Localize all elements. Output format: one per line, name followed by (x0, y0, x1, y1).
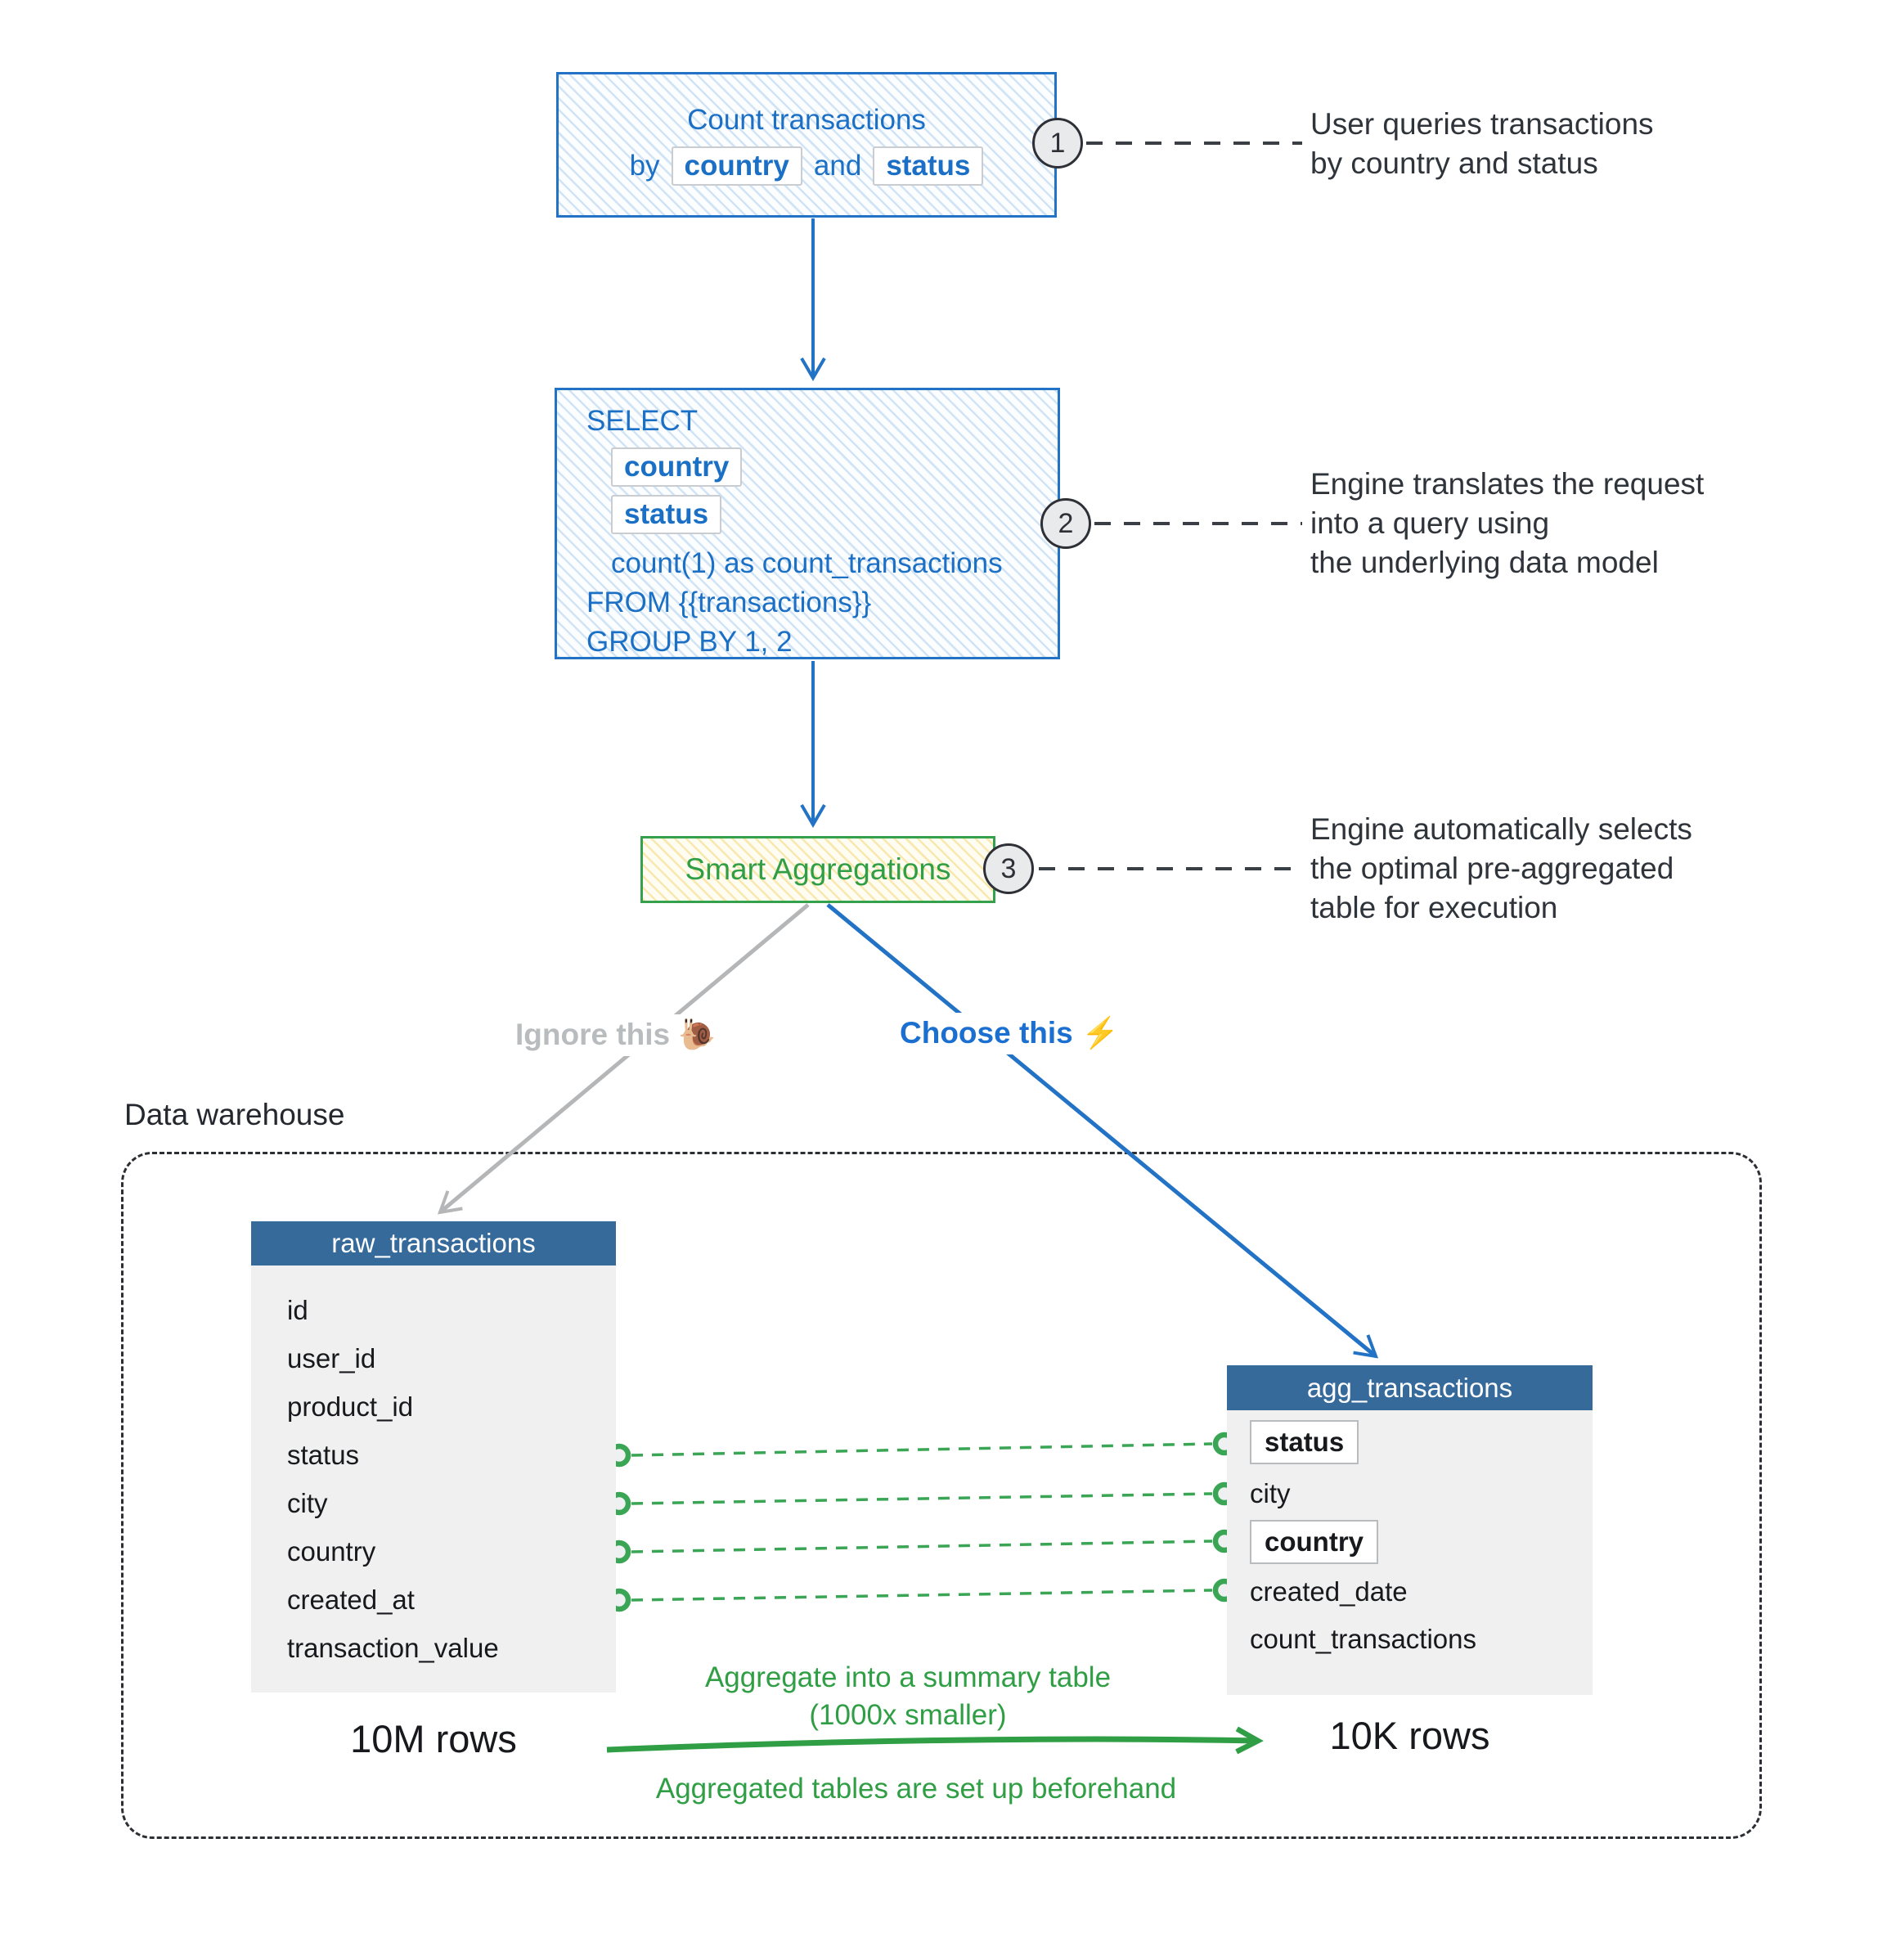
data-warehouse-label: Data warehouse (124, 1098, 345, 1131)
setup-note: Aggregated tables are set up beforehand (655, 1773, 1177, 1805)
sql-groupby-line: GROUP BY 1, 2 (586, 626, 793, 658)
step2-badge: 2 (1040, 498, 1091, 549)
step1-badge: 1 (1032, 118, 1083, 169)
choose-label-text: Choose this (900, 1016, 1073, 1050)
raw-field-status: status (287, 1440, 360, 1470)
ignore-branch-label: Ignore this 🐌 (507, 1014, 725, 1056)
step3-annotation: Engine automatically selects the optimal… (1310, 810, 1692, 928)
agg-field-count-transactions: count_transactions (1250, 1624, 1477, 1654)
snail-icon: 🐌 (678, 1018, 717, 1051)
step3-badge: 3 (983, 843, 1034, 894)
step3-annotation-line3: table for execution (1310, 891, 1558, 924)
raw-field-user-id: user_id (287, 1343, 376, 1373)
aggregate-note-line1: Aggregate into a summary table (704, 1661, 1112, 1693)
raw-field-created-at: created_at (287, 1585, 415, 1615)
sql-country-chip-row: country (611, 447, 1058, 487)
raw-field-country: country (287, 1536, 376, 1567)
step3-annotation-line1: Engine automatically selects (1310, 812, 1692, 846)
step3-smart-aggregations-box: Smart Aggregations (640, 836, 995, 903)
sql-status-chip-row: status (611, 495, 1058, 534)
agg-field-status: status (1250, 1420, 1359, 1464)
step1-by-word: by (629, 150, 660, 182)
branch-line-ignore (437, 903, 810, 1215)
raw-field-transaction-value: transaction_value (287, 1633, 499, 1663)
step1-annotation-line1: User queries transactions (1310, 107, 1654, 141)
step2-annotation-line1: Engine translates the request (1310, 467, 1705, 501)
step1-dimensions-row: by country and status (630, 146, 984, 186)
branch-line-choose (826, 903, 1379, 1359)
step2-sql-box: SELECT country status count(1) as count_… (555, 388, 1060, 659)
step1-annotation-line2: by country and status (1310, 146, 1598, 180)
data-warehouse-container (121, 1152, 1762, 1839)
raw-rows-count: 10M rows (350, 1717, 517, 1760)
sql-from-line: FROM {{transactions}} (586, 587, 872, 618)
raw-transactions-body: id user_id product_id status city countr… (251, 1265, 616, 1693)
raw-field-city: city (287, 1488, 328, 1518)
step2-annotation-line3: the underlying data model (1310, 546, 1659, 579)
lightning-icon: ⚡ (1081, 1016, 1120, 1050)
agg-transactions-header: agg_transactions (1227, 1365, 1593, 1410)
step1-status-chip: status (873, 146, 984, 186)
step1-title: Count transactions (687, 104, 926, 136)
ignore-label-text: Ignore this (515, 1018, 671, 1051)
step1-country-chip: country (671, 146, 802, 186)
sql-select-keyword: SELECT (586, 405, 699, 437)
step3-annotation-line2: the optimal pre-aggregated (1310, 852, 1674, 885)
step2-annotation: Engine translates the request into a que… (1310, 465, 1704, 582)
agg-transactions-table: agg_transactions status city country cre… (1227, 1365, 1593, 1695)
agg-transactions-body: status city country created_date count_t… (1227, 1410, 1593, 1695)
sql-country-chip: country (611, 447, 743, 487)
step1-query-box: Count transactions by country and status (556, 72, 1057, 218)
agg-field-created-date: created_date (1250, 1576, 1408, 1607)
raw-field-product-id: product_id (287, 1391, 414, 1422)
step2-annotation-line2: into a query using (1310, 506, 1550, 540)
choose-branch-label: Choose this ⚡ (892, 1013, 1128, 1054)
aggregate-note: Aggregate into a summary table (1000x sm… (622, 1659, 1194, 1734)
raw-transactions-header: raw_transactions (251, 1221, 616, 1265)
step1-annotation: User queries transactions by country and… (1310, 105, 1654, 183)
raw-transactions-table: raw_transactions id user_id product_id s… (251, 1221, 616, 1693)
agg-field-city: city (1250, 1478, 1291, 1508)
aggregate-note-line2: (1000x smaller) (809, 1699, 1007, 1731)
field-mapping-endpoints (607, 1432, 1237, 1612)
sql-count-line: count(1) as count_transactions (611, 547, 1003, 579)
aggregate-arrow (606, 1726, 1264, 1755)
step1-and-word: and (813, 150, 862, 182)
agg-field-country: country (1250, 1520, 1379, 1564)
sql-status-chip: status (611, 495, 722, 534)
step3-label: Smart Aggregations (685, 852, 951, 886)
agg-rows-count: 10K rows (1329, 1714, 1490, 1757)
field-mapping-lines (631, 1442, 1213, 1602)
raw-field-id: id (287, 1295, 308, 1325)
